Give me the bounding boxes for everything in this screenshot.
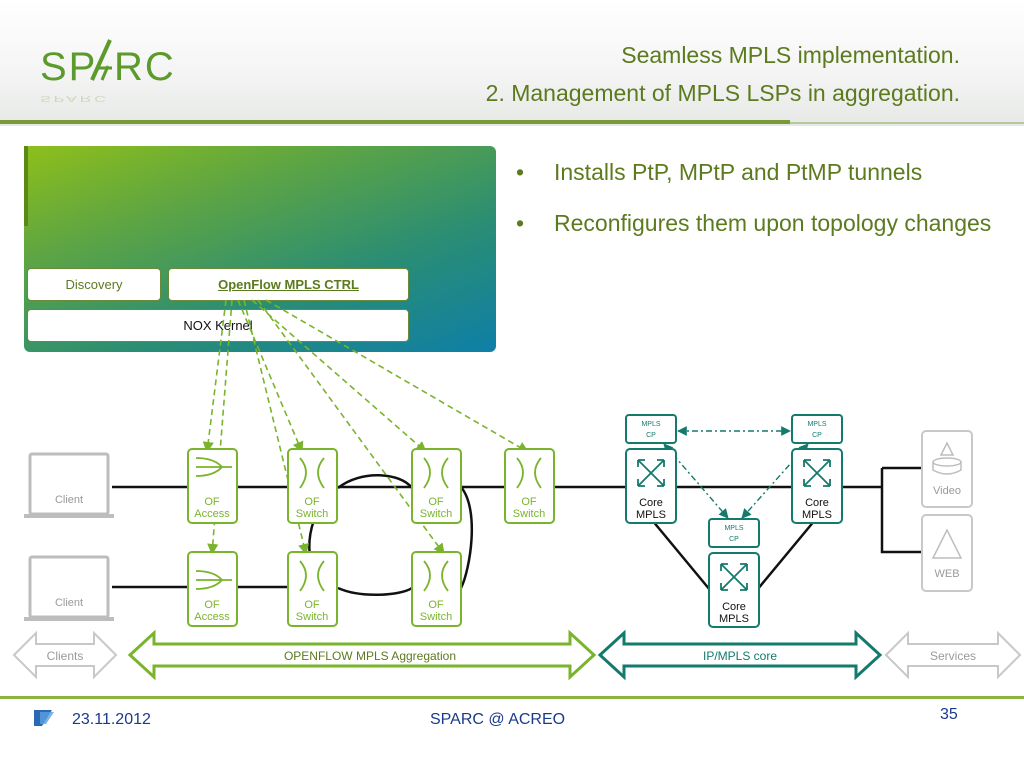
bullet-item: • Installs PtP, MPtP and PtMP tunnels	[512, 156, 992, 189]
fp7-logo	[34, 710, 54, 726]
clients-segment: Clients	[12, 630, 118, 680]
core-segment: IP/MPLS core	[597, 629, 883, 681]
mpls-cp-label-line2: CP	[812, 432, 822, 439]
client-label: Client	[55, 494, 83, 506]
mpls-cp-box: MPLS CP	[708, 518, 760, 548]
of-switch: OF Switch	[504, 448, 555, 524]
bullet-text: Reconfigures them upon topology changes	[554, 210, 992, 236]
footer-center-text: SPARC @ ACREO	[430, 711, 566, 728]
mpls-cp-box: MPLS CP	[791, 414, 843, 444]
mpls-cp-label-line1: MPLS	[807, 421, 826, 428]
of-access-switch: OF Access	[187, 551, 238, 627]
bullet-item: • Reconfigures them upon topology changes	[512, 207, 992, 240]
controller-panel-edge	[24, 146, 28, 226]
nox-kernel-module: NOX Kernel	[27, 309, 409, 342]
header-band	[0, 0, 1024, 126]
video-server: Video	[921, 430, 973, 508]
device-label-line2: Switch	[296, 508, 328, 520]
device-label-line1: OF	[428, 599, 444, 611]
openflow-mpls-ctrl-module: OpenFlow MPLS CTRL	[168, 268, 409, 301]
device-label-line2: Switch	[420, 611, 452, 623]
sparc-logo: SP RC SPARC	[40, 39, 176, 103]
client-laptop: Client	[24, 452, 114, 518]
bullet-text: Installs PtP, MPtP and PtMP tunnels	[554, 159, 923, 185]
discovery-module: Discovery	[27, 268, 161, 301]
device-label-line2: MPLS	[636, 509, 666, 521]
bullet-dot: •	[516, 159, 525, 185]
device-label-line1: Core	[639, 497, 663, 509]
bullet-dot: •	[516, 210, 525, 236]
device-label-line1: OF	[204, 599, 220, 611]
mpls-cp-label-line1: MPLS	[724, 525, 743, 532]
web-label: WEB	[934, 568, 959, 580]
client-laptop: Client	[24, 555, 114, 621]
header-divider-light	[790, 122, 1024, 124]
header-divider	[0, 120, 790, 124]
services-segment: Services	[884, 630, 1022, 680]
mpls-cp-box: MPLS CP	[625, 414, 677, 444]
mpls-cp-label-line2: CP	[646, 432, 656, 439]
device-label-line2: Access	[194, 508, 230, 520]
aggregation-segment-label: OPENFLOW MPLS Aggregation	[284, 649, 456, 663]
control-channels	[202, 299, 529, 556]
device-label-line1: OF	[304, 496, 320, 508]
clients-segment-label: Clients	[47, 649, 84, 663]
core-mpls-router: Core MPLS	[708, 552, 760, 628]
device-label-line2: Switch	[420, 508, 452, 520]
device-label-line1: OF	[428, 496, 444, 508]
aggregation-segment: OPENFLOW MPLS Aggregation	[127, 629, 597, 681]
device-label-line1: Core	[805, 497, 829, 509]
device-label-line1: OF	[304, 599, 320, 611]
mpls-cp-label-line2: CP	[729, 536, 739, 543]
slide-title-line2: 2. Management of MPLS LSPs in aggregatio…	[485, 80, 960, 106]
video-label: Video	[933, 485, 961, 497]
svg-text:SPARC: SPARC	[40, 94, 109, 103]
of-switch: OF Switch	[411, 448, 462, 524]
device-label-line1: OF	[521, 496, 537, 508]
page-number: 35	[940, 706, 958, 723]
services-segment-label: Services	[930, 649, 976, 663]
device-label-line2: Access	[194, 611, 230, 623]
of-switch: OF Switch	[411, 551, 462, 627]
footer-divider	[0, 696, 1024, 699]
core-mpls-router: Core MPLS	[625, 448, 677, 524]
of-switch: OF Switch	[287, 448, 338, 524]
web-server: WEB	[921, 514, 973, 592]
svg-text:SP: SP	[40, 45, 97, 89]
of-access-switch: OF Access	[187, 448, 238, 524]
slide-title-line1: Seamless MPLS implementation.	[621, 42, 960, 68]
core-mpls-router: Core MPLS	[791, 448, 843, 524]
core-segment-label: IP/MPLS core	[703, 649, 777, 663]
bullet-list: • Installs PtP, MPtP and PtMP tunnels • Re…	[512, 156, 992, 258]
device-label-line2: MPLS	[802, 509, 832, 521]
device-label-line2: Switch	[296, 611, 328, 623]
device-label-line1: Core	[722, 601, 746, 613]
device-label-line2: Switch	[513, 508, 545, 520]
footer-date: 23.11.2012	[72, 711, 151, 728]
client-label: Client	[55, 597, 83, 609]
of-switch: OF Switch	[287, 551, 338, 627]
device-label-line1: OF	[204, 496, 220, 508]
svg-text:RC: RC	[114, 45, 176, 89]
mpls-cp-links	[663, 426, 809, 519]
device-label-line2: MPLS	[719, 613, 749, 625]
mpls-cp-label-line1: MPLS	[641, 421, 660, 428]
